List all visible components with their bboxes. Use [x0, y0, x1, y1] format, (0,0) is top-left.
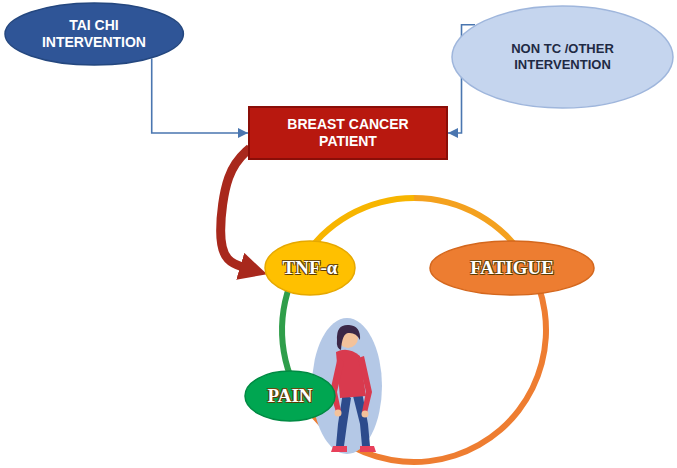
node-label: TNF-α [283, 257, 338, 280]
node-label: PAIN [267, 385, 312, 408]
node-label: FATIGUE [470, 257, 554, 280]
shoe [331, 446, 347, 452]
ellipse-shape [5, 3, 183, 65]
cycle-ring [279, 195, 549, 465]
outcome-ellipse: PAIN [244, 370, 336, 422]
outcome-ellipse: TNF-α [264, 240, 356, 296]
hand [362, 411, 369, 418]
ellipse-shape [430, 241, 594, 295]
patient-box: BREAST CANCER PATIENT [248, 106, 448, 160]
intervention-ellipse: TAI CHI INTERVENTION [4, 2, 184, 66]
node-label: TAI CHI INTERVENTION [34, 17, 154, 51]
ellipse-shape [452, 6, 673, 108]
node-label: BREAST CANCER PATIENT [268, 116, 428, 150]
connector [221, 148, 250, 268]
ellipse-shape [265, 241, 355, 295]
connector [152, 59, 248, 133]
arm [358, 356, 372, 413]
tired-woman-figure [330, 325, 376, 452]
intervention-ellipse: NON TC /OTHER INTERVENTION [451, 5, 674, 109]
shoe [360, 446, 376, 452]
hand [335, 410, 342, 417]
ellipse-shape [245, 371, 335, 421]
hair [337, 325, 360, 350]
node-label: NON TC /OTHER INTERVENTION [488, 41, 638, 72]
outcome-ellipse: FATIGUE [429, 240, 595, 296]
